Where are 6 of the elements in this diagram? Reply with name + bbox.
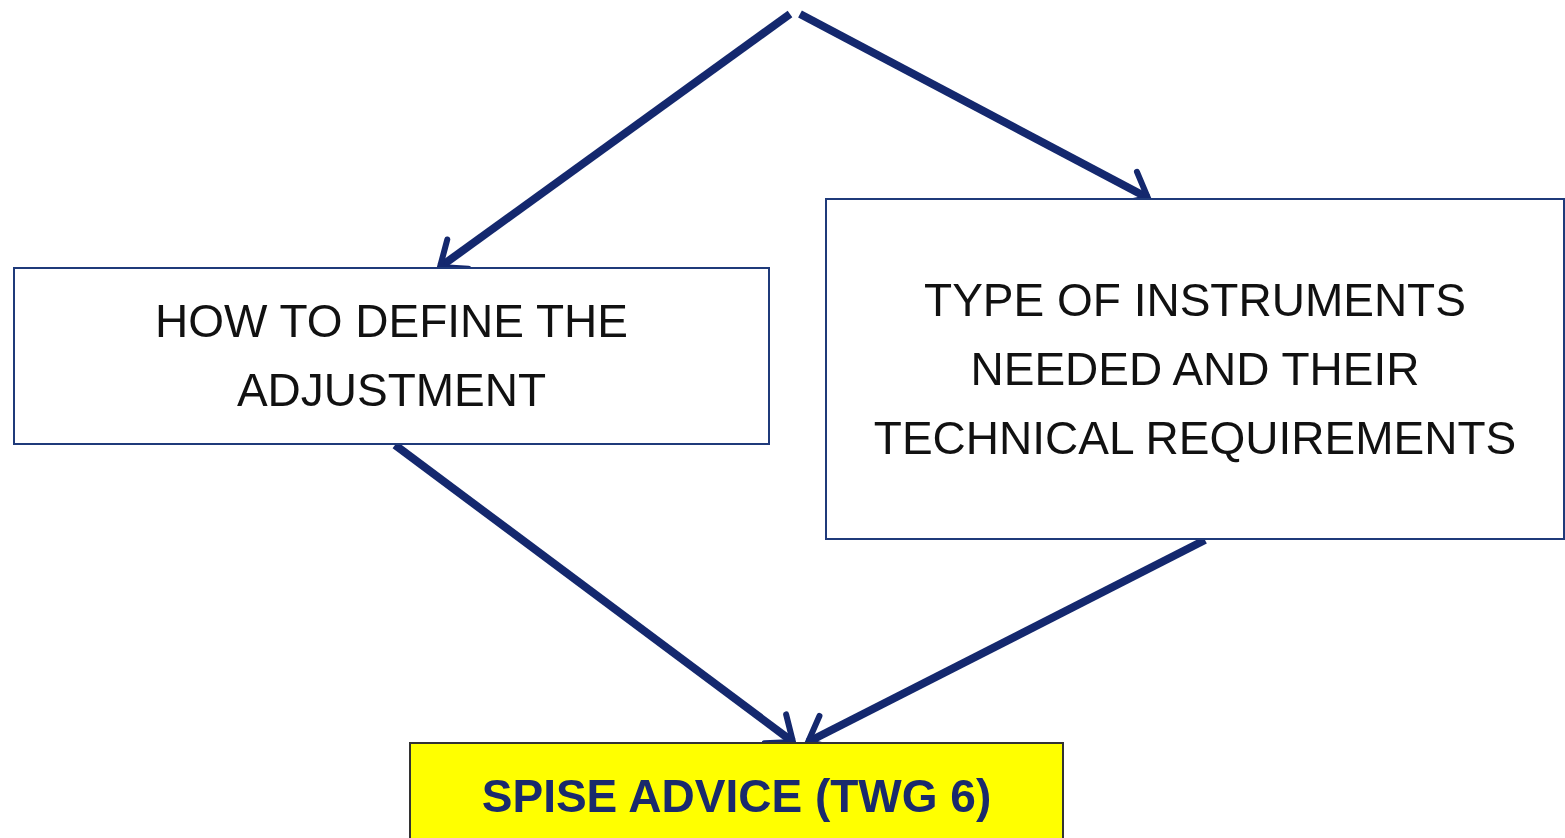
highlighted-result-box bbox=[409, 742, 1064, 838]
process-box bbox=[13, 267, 770, 445]
box-label: HOW TO DEFINE THE ADJUSTMENT bbox=[154, 294, 629, 418]
process-box bbox=[825, 198, 1565, 540]
box-label: SPISE ADVICE (TWG 6) bbox=[481, 769, 992, 824]
box-label: TYPE OF INSTRUMENTS NEEDED AND THEIR TECHNICAL REQUIREMENTS bbox=[872, 272, 1518, 466]
